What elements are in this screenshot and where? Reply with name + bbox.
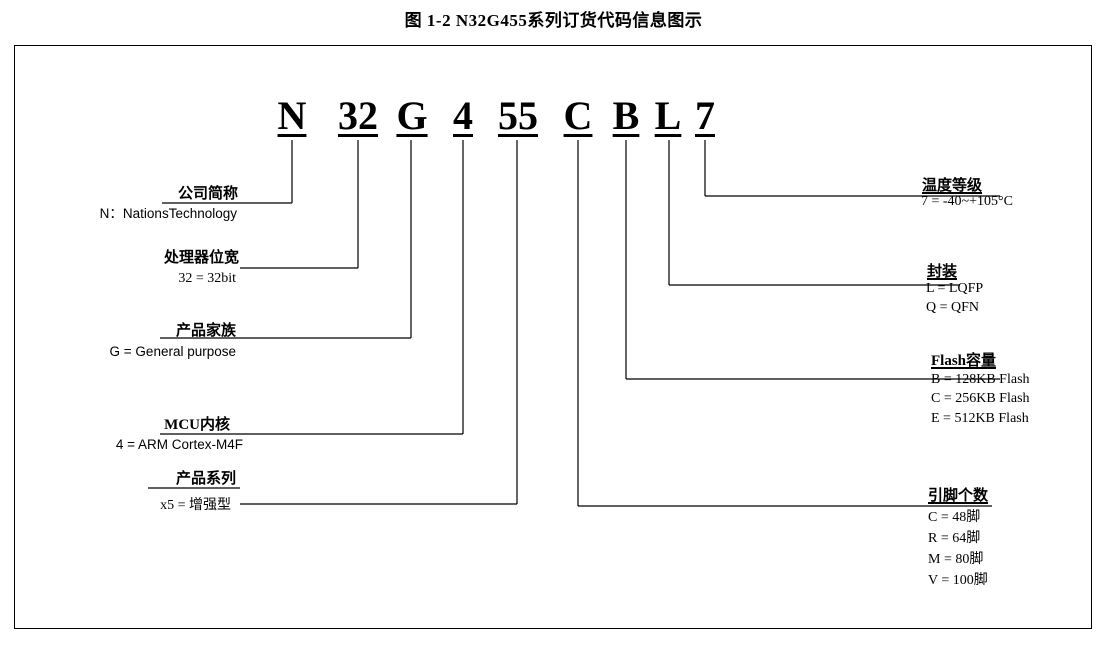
label-flash-desc-3: E = 512KB Flash <box>931 411 1029 426</box>
label-temperature-title: 温度等级 <box>922 178 983 194</box>
label-pin-count-desc-1: C = 48脚 <box>928 510 981 525</box>
label-pin-count-desc-2: R = 64脚 <box>928 531 981 546</box>
label-package-desc-2: Q = QFN <box>926 300 980 315</box>
label-series-title: 产品系列 <box>175 471 236 487</box>
label-family-title: 产品家族 <box>175 323 236 339</box>
figure-caption: 图 1-2 N32G455系列订货代码信息图示 <box>404 11 703 30</box>
code-letter-bit-width: 32 <box>338 93 378 138</box>
code-letter-flash: B <box>612 93 640 138</box>
diagram-frame <box>14 45 1092 629</box>
code-letter-family: G <box>396 93 428 138</box>
label-temperature-desc: 7 = -40~+105°C <box>921 194 1013 209</box>
label-company-desc: N：NationsTechnology <box>99 206 237 221</box>
code-letter-series: 55 <box>498 93 538 138</box>
label-pin-count-desc-4: V = 100脚 <box>928 573 988 588</box>
label-bit-width-title: 处理器位宽 <box>163 250 239 266</box>
label-core-title: MCU内核 <box>164 417 230 433</box>
label-flash-title: Flash容量 <box>931 353 997 369</box>
label-pin-count-title: 引脚个数 <box>928 488 989 504</box>
label-flash-desc-2: C = 256KB Flash <box>931 391 1030 406</box>
label-package-title: 封装 <box>927 264 958 280</box>
label-family-desc: G = General purpose <box>109 344 236 359</box>
label-company-title: 公司简称 <box>177 186 238 202</box>
code-letter-pin-count: C <box>563 93 593 138</box>
label-bit-width-desc: 32 = 32bit <box>178 271 236 286</box>
code-letter-company: N <box>277 93 307 138</box>
code-letter-package: L <box>654 93 682 138</box>
label-package-desc-1: L = LQFP <box>926 281 984 296</box>
code-letter-core: 4 <box>453 93 473 138</box>
code-letter-temperature: 7 <box>695 93 715 138</box>
label-pin-count-desc-3: M = 80脚 <box>928 552 984 567</box>
label-core-desc: 4 = ARM Cortex-M4F <box>115 437 243 452</box>
label-flash-desc-1: B = 128KB Flash <box>931 372 1030 387</box>
label-series-desc: x5 = 增强型 <box>160 498 231 513</box>
